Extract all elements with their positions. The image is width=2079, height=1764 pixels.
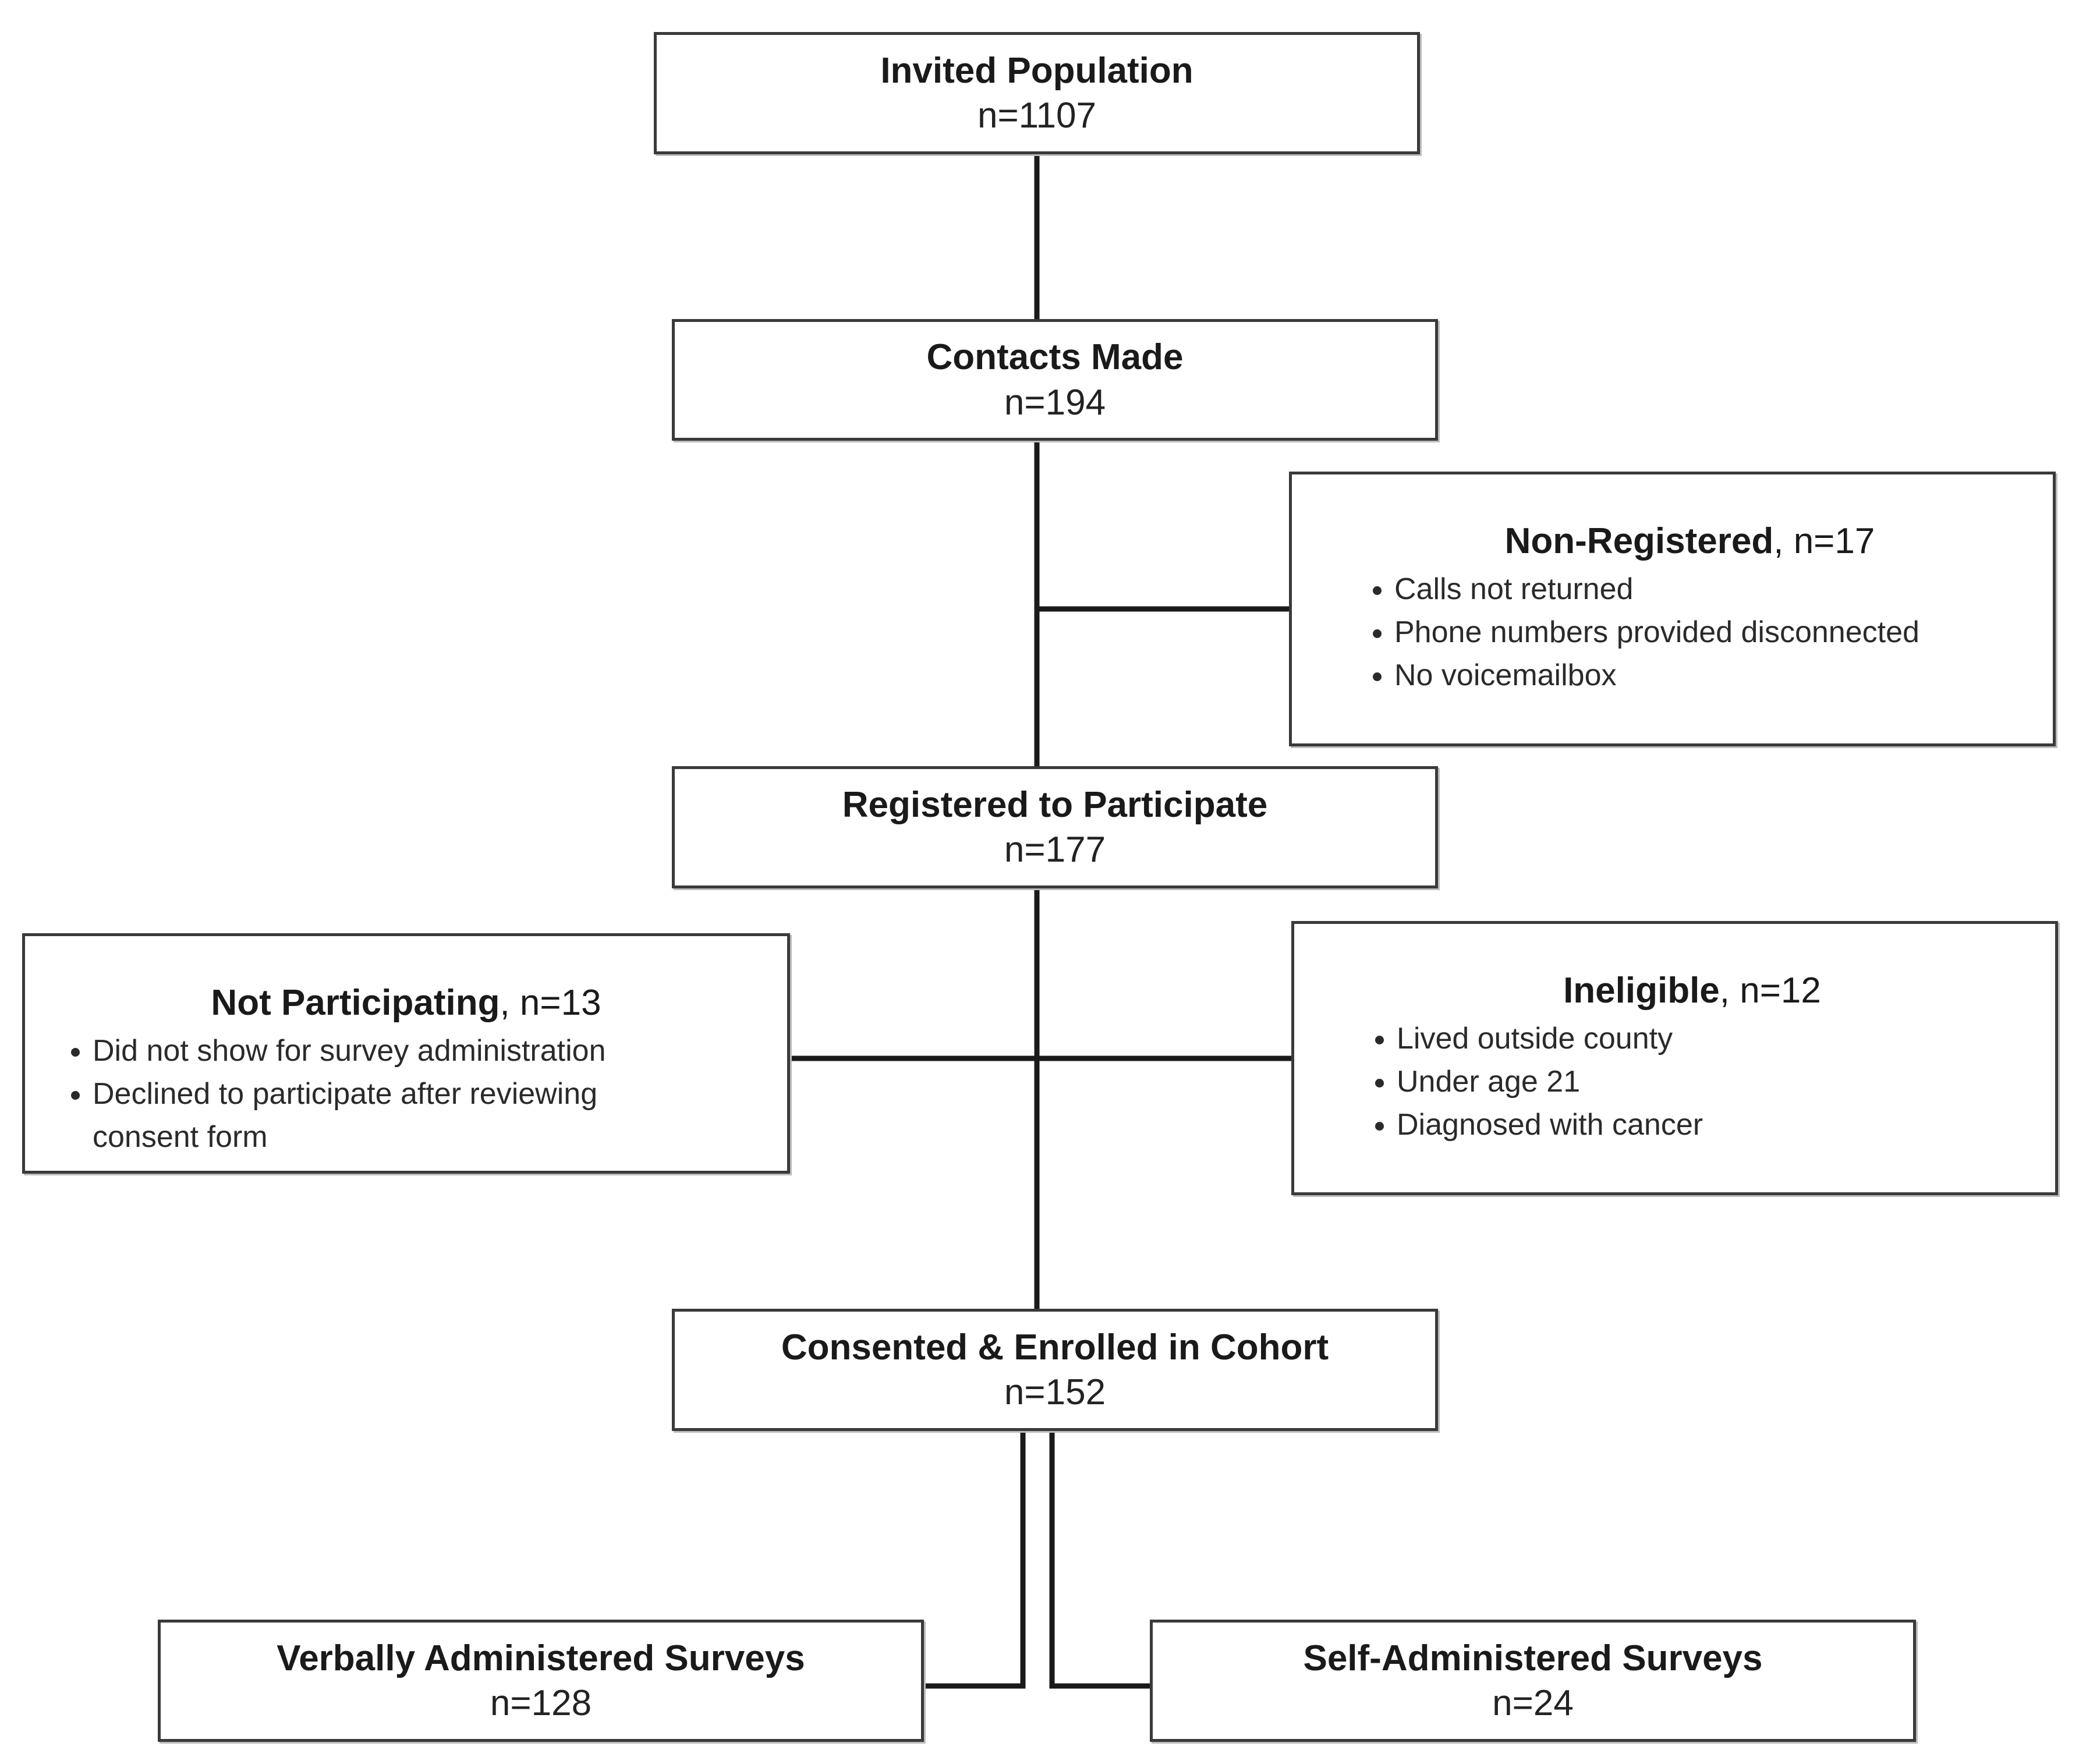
non-registered-count: , n=17	[1773, 521, 1875, 561]
list-item: Under age 21	[1397, 1060, 2032, 1103]
connector-consented-self	[1049, 1431, 1150, 1689]
list-item: Declined to participate after reviewing …	[93, 1072, 698, 1159]
list-item: Lived outside county	[1397, 1017, 2032, 1060]
ineligible-count: , n=12	[1719, 970, 1821, 1011]
non-registered-box: Non-Registered, n=17 Calls not returned …	[1289, 472, 2056, 746]
not-participating-heading: Not Participating, n=13	[48, 982, 764, 1025]
consented-enrolled-title: Consented & Enrolled in Cohort	[781, 1327, 1329, 1368]
contacts-made-count: n=194	[1004, 382, 1106, 423]
registered-box: Registered to Participate n=177	[672, 766, 1438, 888]
self-surveys-box: Self-Administered Surveys n=24	[1150, 1620, 1916, 1742]
non-registered-reasons: Calls not returned Phone numbers provide…	[1350, 568, 2030, 697]
not-participating-title: Not Participating	[211, 983, 500, 1023]
contacts-made-box: Contacts Made n=194	[672, 319, 1438, 441]
registered-title: Registered to Participate	[842, 784, 1268, 825]
registered-count: n=177	[1004, 830, 1106, 870]
not-participating-reasons: Did not show for survey administration D…	[48, 1029, 698, 1159]
not-participating-count: , n=13	[500, 983, 601, 1023]
verbal-surveys-box: Verbally Administered Surveys n=128	[158, 1620, 924, 1742]
list-item: Calls not returned	[1394, 568, 2030, 611]
self-surveys-title: Self-Administered Surveys	[1303, 1638, 1763, 1678]
non-registered-heading: Non-Registered, n=17	[1350, 520, 2030, 563]
list-item: Phone numbers provided disconnected	[1394, 611, 2030, 654]
invited-population-count: n=1107	[977, 95, 1096, 136]
not-participating-box: Not Participating, n=13 Did not show for…	[22, 933, 790, 1174]
ineligible-heading: Ineligible, n=12	[1352, 969, 2032, 1012]
list-item: No voicemailbox	[1394, 654, 2030, 697]
consented-enrolled-count: n=152	[1004, 1372, 1106, 1412]
invited-population-box: Invited Population n=1107	[654, 32, 1420, 154]
connector-consented-verbal	[924, 1431, 1026, 1689]
verbal-surveys-title: Verbally Administered Surveys	[277, 1638, 805, 1678]
non-registered-title: Non-Registered	[1504, 521, 1774, 561]
verbal-surveys-count: n=128	[490, 1683, 592, 1723]
list-item: Did not show for survey administration	[93, 1029, 698, 1072]
ineligible-title: Ineligible	[1563, 970, 1720, 1011]
list-item: Diagnosed with cancer	[1397, 1103, 2032, 1146]
contacts-made-title: Contacts Made	[926, 337, 1184, 377]
invited-population-title: Invited Population	[880, 50, 1193, 91]
self-surveys-count: n=24	[1492, 1683, 1574, 1723]
ineligible-box: Ineligible, n=12 Lived outside county Un…	[1291, 921, 2058, 1195]
ineligible-reasons: Lived outside county Under age 21 Diagno…	[1352, 1017, 2032, 1146]
consented-enrolled-box: Consented & Enrolled in Cohort n=152	[672, 1309, 1438, 1431]
